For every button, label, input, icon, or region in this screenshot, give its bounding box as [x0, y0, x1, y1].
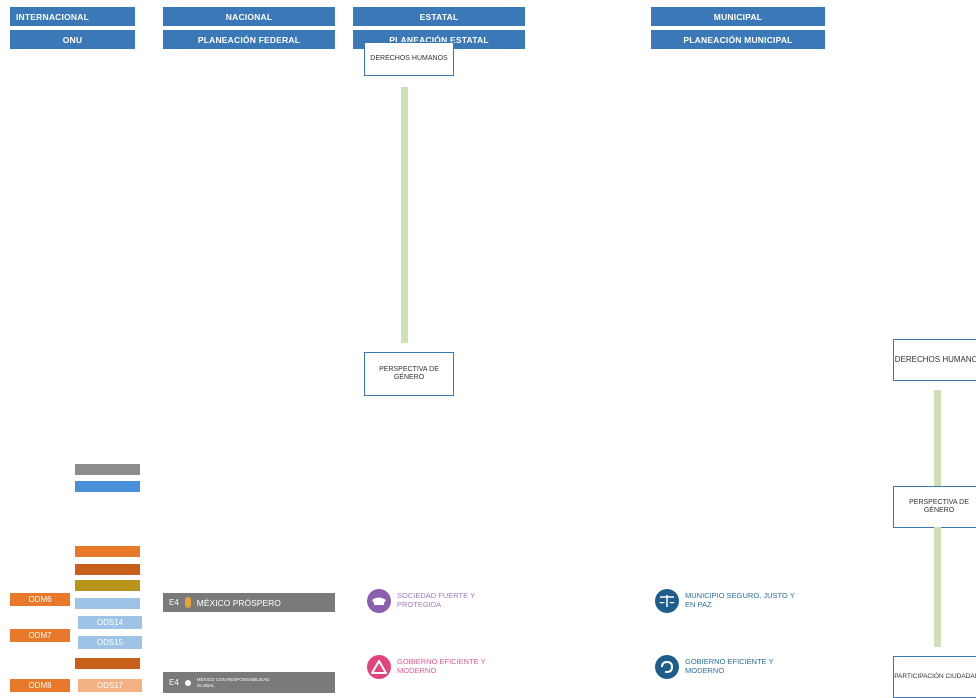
ods-bar-dark-orange [75, 564, 140, 575]
municipal-participacion-box: PARTICIPACIÓN CIUDADANA [893, 656, 976, 698]
estatal-axis-gobierno: GOBIERNO EFICIENTE Y MODERNO [367, 655, 517, 679]
municipal-axis-gobierno: GOBIERNO EFICIENTE Y MODERNO [655, 655, 805, 679]
gobierno-emblem-icon [367, 655, 391, 679]
nacional-goal-label: MÉXICO PRÓSPERO [196, 597, 281, 608]
municipal-axis-label: GOBIERNO EFICIENTE Y MODERNO [685, 657, 774, 675]
header-municipal: MUNICIPAL [651, 7, 825, 26]
municipal-axis-seguro: MUNICIPIO SEGURO, JUSTO Y EN PAZ [655, 589, 805, 613]
estatal-connector-line [401, 87, 408, 343]
estatal-perspectiva-genero-box: PERSPECTIVA DE GÉNERO [364, 352, 454, 396]
header-planeacion-municipal: PLANEACIÓN MUNICIPAL [651, 30, 825, 49]
globe-icon [184, 679, 191, 686]
ods-bar-blue [75, 481, 140, 492]
nacional-goal-code: E4 [169, 678, 179, 687]
header-planeacion-federal: PLANEACIÓN FEDERAL [163, 30, 335, 49]
scales-icon [655, 589, 679, 613]
odm7-tag: ODM7 [10, 629, 70, 642]
header-internacional: INTERNACIONAL [10, 7, 135, 26]
header-estatal: ESTATAL [353, 7, 525, 26]
municipal-derechos-humanos-box: DERECHOS HUMANOS [893, 339, 976, 381]
ods17-tag: ODS17 [78, 679, 142, 692]
municipal-connector-line-lower [934, 527, 941, 647]
header-nacional: NACIONAL [163, 7, 335, 26]
odm8-tag: ODM8 [10, 679, 70, 692]
gobierno-swirl-icon [655, 655, 679, 679]
ods14-tag: ODS14 [78, 616, 142, 629]
police-cap-icon [367, 589, 391, 613]
header-onu: ONU [10, 30, 135, 49]
estatal-axis-sociedad: SOCIEDAD FUERTE Y PROTEGIDA [367, 589, 487, 613]
ods-bar-olive [75, 580, 140, 591]
municipal-axis-label: MUNICIPIO SEGURO, JUSTO Y EN PAZ [685, 591, 795, 609]
ods-bar-rust [75, 658, 140, 669]
ods-bar-orange [75, 546, 140, 557]
estatal-axis-label: SOCIEDAD FUERTE Y PROTEGIDA [397, 591, 475, 609]
ods-bar-gray [75, 464, 140, 475]
ods-bar-light-blue [75, 598, 140, 609]
nacional-goal-responsabilidad-global: E4 MÉXICO CON RESPONSABILIDAD GLOBAL [163, 672, 335, 693]
municipal-connector-line-upper [934, 390, 941, 486]
nacional-goal-mexico-prospero: E4 MÉXICO PRÓSPERO [163, 593, 335, 612]
nacional-goal-code: E4 [169, 598, 179, 607]
odm6-tag: ODM6 [10, 593, 70, 606]
ods15-tag: ODS15 [78, 636, 142, 649]
nacional-goal-label: MÉXICO CON RESPONSABILIDAD GLOBAL [196, 677, 270, 688]
municipal-perspectiva-genero-box: PERSPECTIVA DE GÉNERO [893, 486, 976, 528]
estatal-derechos-humanos-box: DERECHOS HUMANOS [364, 42, 454, 76]
mexico-prospero-icon [184, 597, 191, 608]
estatal-axis-label: GOBIERNO EFICIENTE Y MODERNO [397, 657, 486, 675]
